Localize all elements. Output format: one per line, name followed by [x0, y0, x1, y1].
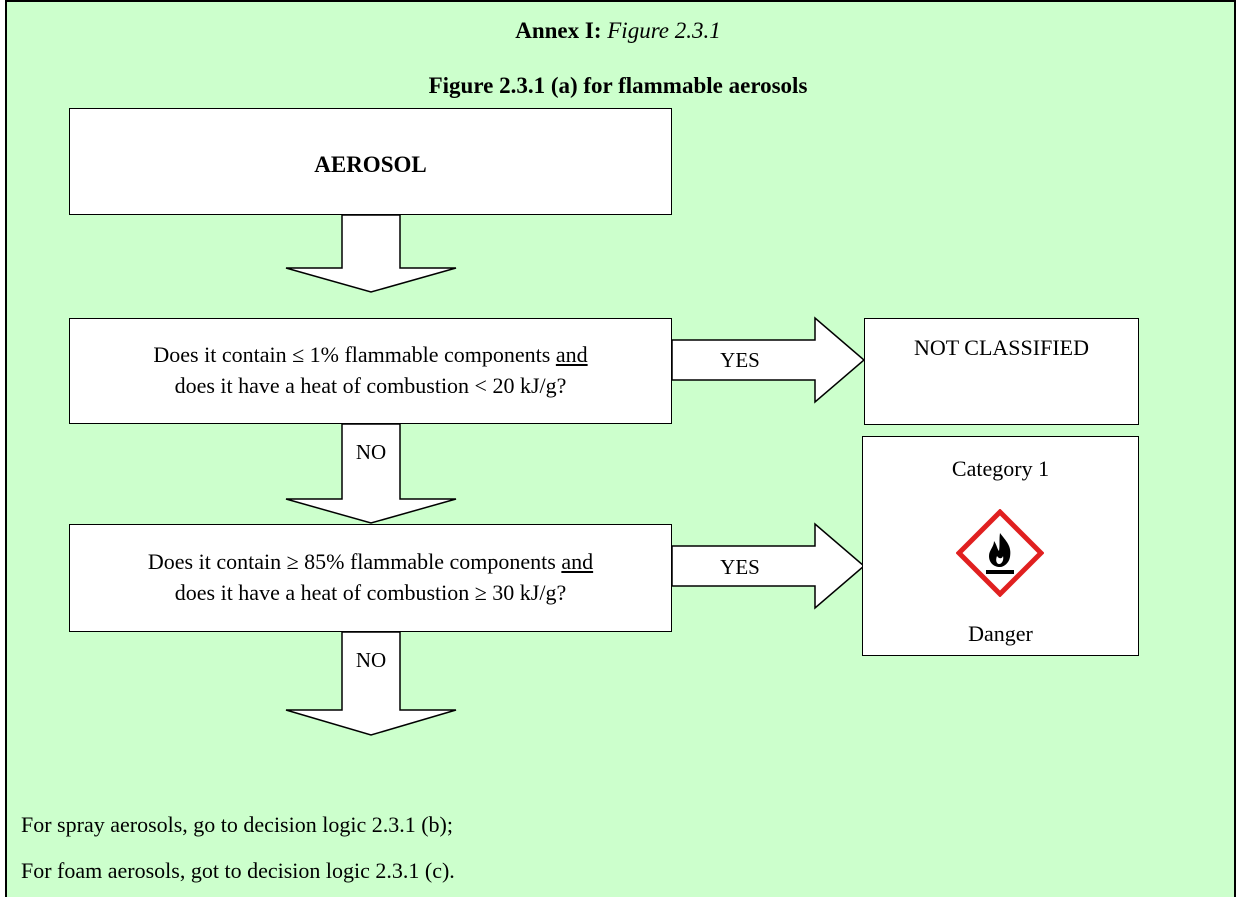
annex-heading: Annex I: Figure 2.3.1	[0, 18, 1236, 44]
arrow-q2-no	[285, 631, 457, 736]
green-background-footer	[5, 857, 1236, 897]
label-q2-no: NO	[355, 648, 387, 672]
node-not-classified: NOT CLASSIFIED	[864, 318, 1139, 425]
footer-line-foam: For foam aerosols, got to decision logic…	[21, 858, 455, 883]
q1-line-1: Does it contain ≤ 1% flammable component…	[153, 342, 588, 368]
category1-signal-word: Danger	[968, 621, 1033, 646]
label-q2-yes: YES	[720, 555, 760, 579]
footer-line-spray: For spray aerosols, go to decision logic…	[21, 812, 453, 837]
figure-subtitle: Figure 2.3.1 (a) for flammable aerosols	[428, 73, 808, 98]
arrow-q1-no	[285, 423, 457, 524]
arrow-q1-to-not-classified	[671, 316, 866, 404]
arrow-q2-to-category1	[671, 522, 866, 610]
label-q1-yes: YES	[720, 348, 760, 372]
q2-line-1: Does it contain ≥ 85% flammable componen…	[147, 549, 594, 575]
category1-title: Category 1	[951, 456, 1050, 481]
node-category-1: Category 1 Danger	[862, 436, 1139, 656]
node-aerosol: AEROSOL	[69, 108, 672, 215]
arrow-start-to-q1	[285, 214, 457, 293]
annex-prefix: Annex I:	[515, 18, 602, 43]
annex-figure-ref: Figure 2.3.1	[607, 18, 721, 43]
label-q1-no: NO	[355, 440, 387, 464]
q1-line-2: does it have a heat of combustion < 20 k…	[174, 373, 567, 398]
flame-icon	[956, 509, 1044, 597]
node-question-2: Does it contain ≥ 85% flammable componen…	[69, 524, 672, 632]
q2-line-2: does it have a heat of combustion ≥ 30 k…	[174, 580, 567, 605]
node-question-1: Does it contain ≤ 1% flammable component…	[69, 318, 672, 424]
